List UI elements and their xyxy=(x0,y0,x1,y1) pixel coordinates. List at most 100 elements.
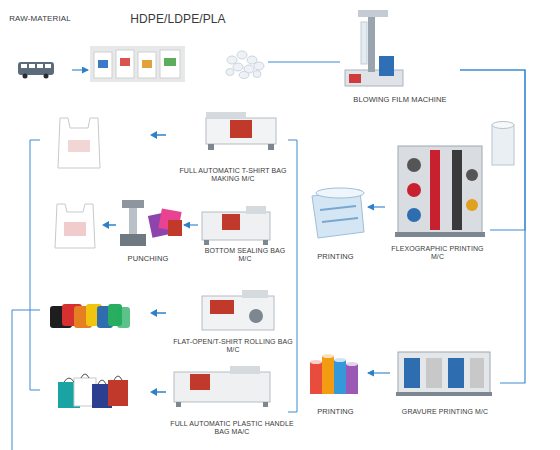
bottom-sealing-machine xyxy=(246,206,266,214)
product-arrow xyxy=(156,134,166,136)
bracket-line xyxy=(12,310,40,450)
product-arrow xyxy=(150,388,157,396)
handle-bags xyxy=(64,374,122,384)
pellets xyxy=(237,51,247,59)
blowing-machine xyxy=(368,14,375,72)
bottom-sealing-machine xyxy=(222,214,240,230)
gravure-machine xyxy=(396,352,492,396)
bags-photo xyxy=(142,60,152,68)
printed-rolls xyxy=(346,364,358,394)
tshirt-machine xyxy=(206,112,276,150)
tshirt-bag xyxy=(55,204,95,248)
process-node: FLAT-OPEN/T-SHIRT ROLLING BAG M/C xyxy=(172,283,294,355)
gravure-machine xyxy=(448,358,464,388)
bottom-sealing-machine xyxy=(204,240,209,245)
machine-caption: FULL AUTOMATIC PLASTIC HANDLE BAG MA/C xyxy=(170,420,294,438)
flow-connector xyxy=(368,206,385,207)
colored-rolls xyxy=(50,304,130,328)
truck-icon xyxy=(45,64,51,68)
truck-icon xyxy=(18,62,54,75)
blowing-machine xyxy=(379,56,394,76)
flow-connector xyxy=(368,372,390,373)
blowing-machine xyxy=(345,10,403,86)
tshirt-machine xyxy=(230,120,252,138)
rolling-machine xyxy=(249,309,263,323)
flow-connector xyxy=(460,70,525,230)
printed-rolls xyxy=(322,356,334,394)
gravure-machine xyxy=(426,358,442,388)
process-node: FULL AUTOMATIC T-SHIRT BAG MAKING M/C xyxy=(172,108,294,184)
process-node: PUNCHING xyxy=(112,193,184,263)
bags-photo xyxy=(98,60,108,68)
machine-caption: PRINTING xyxy=(317,252,354,261)
pellets xyxy=(226,51,264,79)
handle-bag-machine xyxy=(230,366,260,374)
tshirt-machine xyxy=(268,144,274,150)
punching-machine xyxy=(129,208,137,234)
printed-rolls xyxy=(322,354,334,358)
rolling-machine xyxy=(210,300,234,314)
flexo-machine xyxy=(398,146,482,234)
process-node: FLEXOGRAPHIC PRINTING M/C xyxy=(385,138,490,262)
gravure-machine xyxy=(396,392,492,396)
handle-bag-machine xyxy=(176,402,181,407)
bracket-line xyxy=(12,140,297,450)
product-arrow xyxy=(102,221,109,229)
bags-photo xyxy=(138,52,156,78)
tshirt-machine xyxy=(206,118,276,144)
gravure-machine xyxy=(470,358,484,388)
bags-photo xyxy=(94,52,112,78)
machine-caption: PRINTING xyxy=(317,407,354,416)
bottom-sealing-machine xyxy=(263,240,268,245)
product-arrow xyxy=(108,224,116,226)
blowing-machine xyxy=(361,22,367,64)
machine-caption: RAW-MATERIAL xyxy=(9,14,71,24)
tshirt-machine xyxy=(206,112,246,118)
pellets xyxy=(239,72,249,79)
flow-connector xyxy=(184,224,198,225)
printed-rolls xyxy=(334,360,346,394)
flexo-machine xyxy=(466,199,478,211)
process-node: FULL AUTOMATIC PLASTIC HANDLE BAG MA/C xyxy=(170,363,294,437)
bags-photo xyxy=(164,58,176,66)
truck-icon xyxy=(29,64,35,68)
machine-caption: BOTTOM SEALING BAG M/C xyxy=(198,247,292,265)
blowing-machine xyxy=(345,70,403,86)
rolling-machine xyxy=(202,290,274,330)
pellets xyxy=(227,56,237,64)
colored-rolls xyxy=(117,307,130,328)
tshirt-bag xyxy=(55,204,95,248)
truck-icon xyxy=(37,64,43,68)
flexo-machine xyxy=(452,150,462,230)
printed-rolls xyxy=(334,358,346,362)
colored-bags xyxy=(148,208,182,237)
punching-machine xyxy=(120,200,146,246)
handle-bag-machine xyxy=(190,374,210,390)
bottom-sealing-machine xyxy=(202,206,270,245)
flexo-machine xyxy=(407,208,421,222)
printed-rolls xyxy=(310,354,358,394)
film-roll xyxy=(492,125,514,165)
bags-photo xyxy=(160,50,180,78)
truck-icon xyxy=(44,74,49,79)
pellets xyxy=(254,62,264,70)
process-node: RAW-MATERIAL xyxy=(8,14,72,80)
printed-rolls xyxy=(310,360,322,364)
bags-photo xyxy=(90,46,185,82)
printed-rolls xyxy=(310,362,322,394)
machine-caption: HDPE/LDPE/PLA xyxy=(130,12,225,27)
process-node: BOTTOM SEALING BAG M/C xyxy=(198,200,292,264)
pellets xyxy=(233,63,243,71)
machine-caption: FLEXOGRAPHIC PRINTING M/C xyxy=(385,245,490,263)
bracket-line xyxy=(30,140,40,390)
truck-icon xyxy=(21,64,27,68)
process-node: HDPE/LDPE/PLA xyxy=(88,12,268,84)
bags-photo xyxy=(116,50,134,78)
punching-machine xyxy=(120,234,146,246)
bags-photo xyxy=(120,58,130,66)
punching-machine xyxy=(122,200,144,208)
product-arrow xyxy=(102,131,166,396)
flexo-machine xyxy=(395,146,485,237)
